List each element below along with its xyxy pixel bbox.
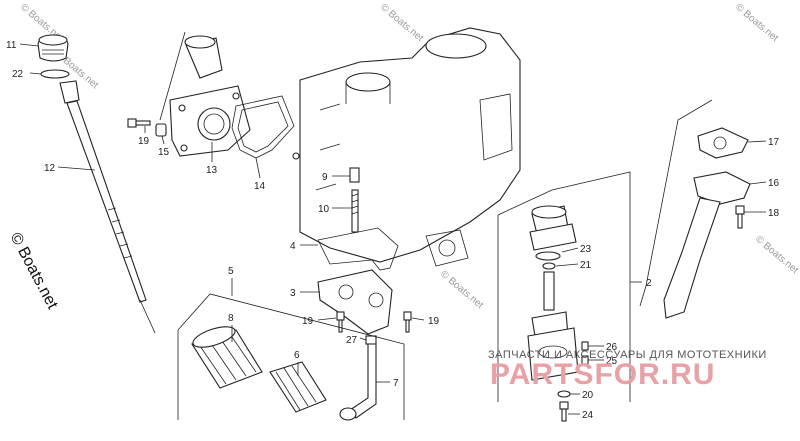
part-24-bolt <box>559 401 569 422</box>
part-shaft <box>543 271 555 311</box>
part-19-bolt-left <box>336 311 345 333</box>
callout-26: 26 <box>606 342 618 353</box>
callout-15: 15 <box>158 147 170 158</box>
part-11-cap <box>37 34 69 62</box>
part-4-gasket <box>317 227 399 271</box>
callout-9: 9 <box>322 172 328 183</box>
callout-14: 14 <box>254 181 266 192</box>
callout-19-right: 19 <box>428 316 440 327</box>
watermark-corner-5: © Boats.net <box>438 269 485 311</box>
leader-lines <box>19 43 767 415</box>
callout-27: 27 <box>346 335 358 346</box>
callout-19-top: 19 <box>138 136 150 147</box>
part-16-tube <box>663 171 751 319</box>
watermark-boats-left: © Boats.net <box>6 230 61 312</box>
callout-19-left: 19 <box>302 316 314 327</box>
callout-6: 6 <box>294 350 300 361</box>
callout-labels: 11 22 12 19 15 13 14 9 10 4 3 5 8 6 19 2… <box>6 40 780 421</box>
leader-bracket-2 <box>497 171 631 402</box>
watermark-partsfor: PARTSFOR.RU <box>490 358 715 391</box>
leader-bracket-5 <box>177 293 405 420</box>
part-impeller <box>527 311 579 381</box>
callout-13: 13 <box>206 165 218 176</box>
part-19-bolt-top <box>127 118 151 128</box>
leader-bracket-16 <box>639 99 713 307</box>
engine-block <box>292 27 521 263</box>
part-21-clip <box>542 262 556 270</box>
part-pump-housing <box>529 205 577 251</box>
callout-10: 10 <box>318 204 330 215</box>
part-27-plug <box>365 335 377 345</box>
part-14-gasket <box>231 95 295 159</box>
part-23-oring <box>535 251 561 261</box>
part-18-bolt <box>735 205 745 229</box>
part-19-bolt-right <box>403 311 412 333</box>
callout-25: 25 <box>606 356 618 367</box>
watermark-corner-6: © Boats.net <box>753 234 800 276</box>
callout-20: 20 <box>582 390 594 401</box>
callout-12: 12 <box>44 163 56 174</box>
part-13-cover <box>169 35 251 157</box>
callout-4: 4 <box>290 241 296 252</box>
part-15-collar <box>155 123 167 137</box>
callout-23: 23 <box>580 244 592 255</box>
callout-2: 2 <box>646 278 652 289</box>
watermark-corner-2: © Boats.net <box>378 2 425 44</box>
watermark-ru-tagline: ЗАПЧАСТИ И АКСЕССУАРЫ ДЛЯ МОТОТЕХНИКИ <box>488 349 767 361</box>
callout-7: 7 <box>393 378 399 389</box>
part-3-pump-body <box>317 269 393 335</box>
part-8-strainer <box>191 326 263 389</box>
part-9-pin <box>349 167 360 183</box>
callout-11: 11 <box>6 40 17 51</box>
callout-22: 22 <box>12 69 24 80</box>
leader-bracket-12 <box>139 31 186 334</box>
part-10-stud <box>351 189 359 233</box>
callout-5: 5 <box>228 266 234 277</box>
watermark-corner-3: © Boats.net <box>733 2 780 44</box>
part-6-filter <box>269 361 327 413</box>
part-20-washer <box>557 390 571 398</box>
part-7-pipe <box>339 343 377 421</box>
part-12-dipstick <box>59 80 147 303</box>
callout-24: 24 <box>582 410 594 421</box>
part-gasket-small <box>425 229 469 267</box>
callout-8: 8 <box>228 313 234 324</box>
callout-17: 17 <box>768 137 780 148</box>
callout-3: 3 <box>290 288 296 299</box>
part-17-plate <box>697 127 749 159</box>
callout-21: 21 <box>580 260 592 271</box>
part-22-oring <box>40 69 70 79</box>
callout-16: 16 <box>768 178 780 189</box>
callout-18: 18 <box>768 208 780 219</box>
